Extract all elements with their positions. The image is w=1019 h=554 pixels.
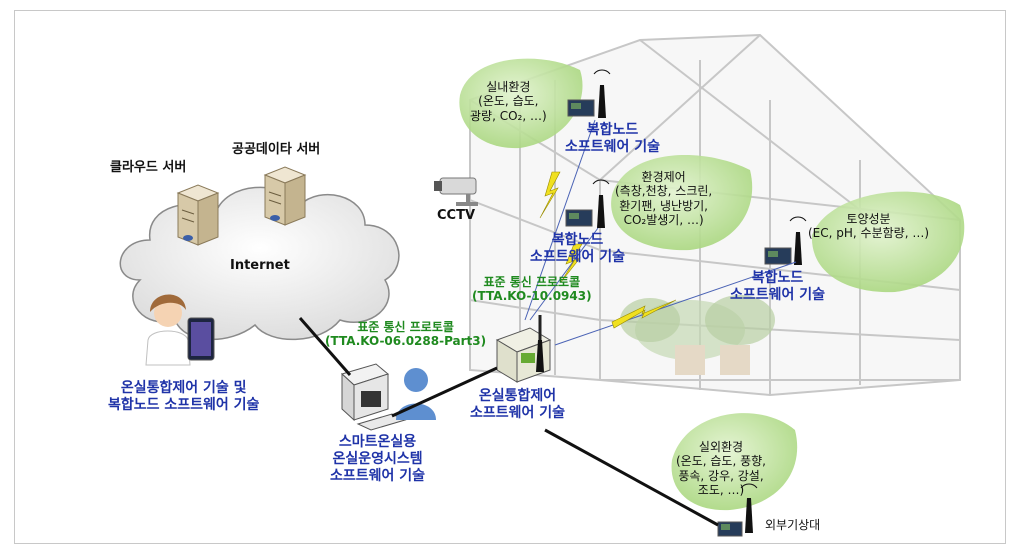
protocol-1-code: (TTA.KO-06.0288-Part3) [325, 334, 487, 349]
plants [620, 295, 775, 375]
leaf-indoor [459, 58, 583, 149]
lightning-bolt-control-icon [560, 243, 583, 283]
leaf-soil [811, 191, 965, 293]
user-technology-label: 온실통합제어 기술 및 복합노드 소프트웨어 기술 [108, 380, 259, 414]
lightning-bolt-soil-icon [611, 299, 677, 329]
node-device-indoor-icon [567, 69, 611, 118]
indoor-line-1: (온도, 습도, [478, 94, 539, 109]
protocol-label-2: 표준 통신 프로토콜 (TTA.KO-10.0943) [472, 275, 592, 304]
wireless-links [524, 119, 797, 346]
operator-system-label: 스마트온실용 온실운영시스템 소프트웨어 기술 [330, 434, 425, 484]
soil-line-1: (EC, pH, 수분함량, …) [808, 226, 930, 241]
operator-label-line-3: 소프트웨어 기술 [330, 467, 426, 484]
protocol-2-name: 표준 통신 프로토콜 [483, 275, 581, 289]
external-weather-station-label: 외부기상대 [765, 518, 821, 532]
leaf-control [611, 155, 753, 251]
soil-composition-text: 토양성분 (EC, pH, 수분함량, …) [808, 212, 929, 241]
protocol-1-name: 표준 통신 프로토콜 [357, 320, 454, 334]
integrated-control-label: 온실통합제어 소프트웨어 기술 [470, 388, 565, 422]
cctv-label: CCTV [437, 208, 476, 223]
user-with-tablet-icon [145, 294, 215, 366]
control-node-label-1: 복합노드 [551, 232, 604, 248]
indoor-environment-text: 실내환경 (온도, 습도, 광량, CO₂, …) [470, 80, 547, 123]
control-node-label: 복합노드 소프트웨어 기술 [530, 232, 625, 266]
internet-label: Internet [230, 258, 290, 273]
control-line-2: 환기팬, 냉난방기, [619, 198, 708, 213]
control-line-3: CO₂발생기, …) [623, 213, 704, 228]
indoor-node-label-1: 복합노드 [586, 122, 639, 138]
node-device-control-icon [565, 179, 610, 228]
public-data-server-label: 공공데이타 서버 [232, 142, 321, 157]
node-device-outdoor-icon [717, 483, 758, 537]
controller-label-line-1: 온실통합제어 [478, 388, 557, 404]
soil-node-label-2: 소프트웨어 기술 [730, 286, 826, 303]
operator-pc-icon [341, 363, 407, 431]
indoor-title: 실내환경 [486, 80, 531, 94]
public-data-server-icon [263, 166, 307, 226]
controller-label-line-2: 소프트웨어 기술 [470, 404, 566, 421]
protocol-2-code: (TTA.KO-10.0943) [472, 289, 592, 304]
node-device-soil-icon [764, 216, 807, 265]
indoor-node-label-2: 소프트웨어 기술 [565, 138, 661, 155]
control-line-1: (측창,천창, 스크린, [615, 184, 713, 199]
control-node-label-2: 소프트웨어 기술 [530, 248, 626, 265]
wired-links [298, 317, 719, 527]
cloud-server-label: 클라우드 서버 [110, 160, 187, 175]
cctv-camera-icon [434, 177, 478, 206]
outdoor-line-2: 풍속, 강우, 강설, [678, 468, 764, 483]
leaf-outdoor [671, 413, 798, 511]
soil-node-label: 복합노드 소프트웨어 기술 [730, 270, 825, 304]
lightning-bolt-indoor-icon [539, 171, 561, 219]
control-title: 환경제어 [641, 170, 686, 184]
outdoor-line-1: (온도, 습도, 풍향, [676, 454, 766, 469]
protocol-label-1: 표준 통신 프로토콜 (TTA.KO-06.0288-Part3) [325, 320, 486, 349]
soil-node-label-1: 복합노드 [751, 270, 804, 286]
cloud-server-icon [176, 184, 220, 246]
operator-label-line-1: 스마트온실용 [338, 434, 417, 450]
soil-title: 토양성분 [846, 212, 891, 226]
user-label-line-1: 온실통합제어 기술 및 [120, 380, 247, 396]
outdoor-title: 실외환경 [698, 440, 744, 454]
integrated-controller-icon [495, 315, 552, 383]
operator-person-icon [396, 368, 436, 420]
outdoor-line-3: 조도, …) [697, 483, 745, 498]
user-label-line-2: 복합노드 소프트웨어 기술 [108, 396, 260, 413]
indoor-node-label: 복합노드 소프트웨어 기술 [565, 122, 660, 156]
environment-control-text: 환경제어 (측창,천창, 스크린, 환기팬, 냉난방기, CO₂발생기, …) [615, 170, 712, 228]
outdoor-environment-text: 실외환경 (온도, 습도, 풍향, 풍속, 강우, 강설, 조도, …) [676, 440, 766, 498]
indoor-line-2: 광량, CO₂, …) [470, 108, 547, 123]
operator-label-line-2: 온실운영시스템 [332, 450, 423, 467]
